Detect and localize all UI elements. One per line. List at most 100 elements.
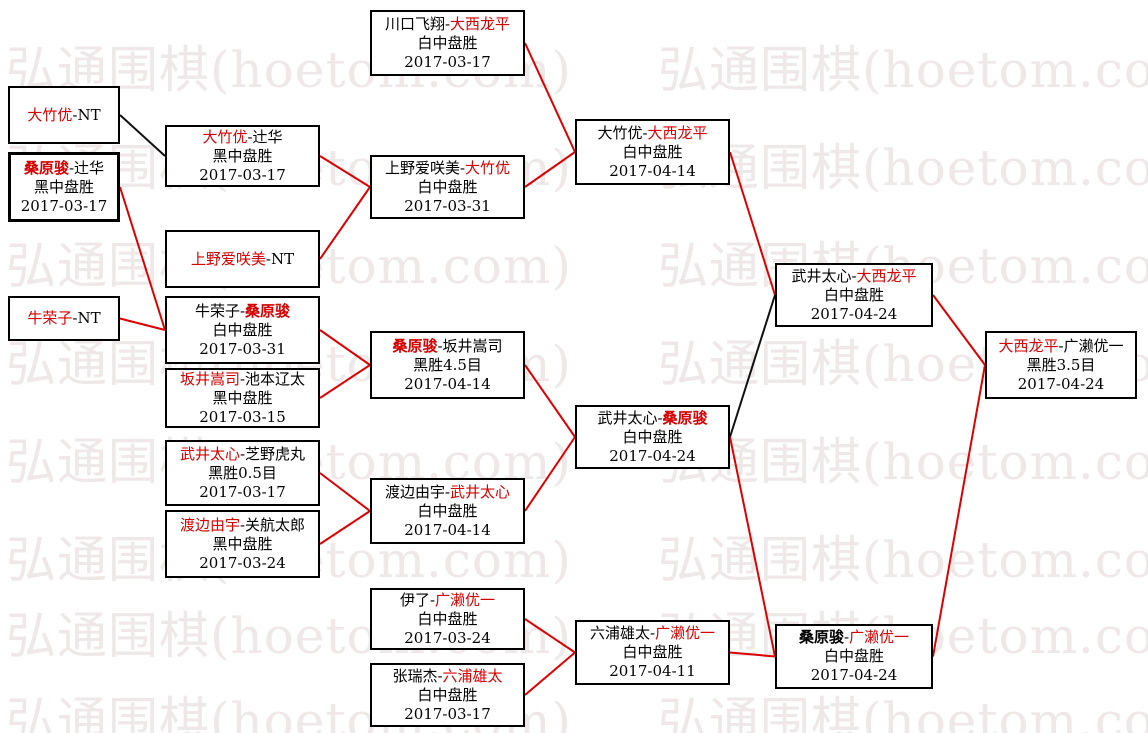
match-date: 2017-04-14 bbox=[609, 161, 696, 180]
match-result: 白中盘胜 bbox=[212, 320, 273, 339]
match-players: 伊了-广濑优一 bbox=[372, 591, 523, 610]
connector-line bbox=[729, 436, 776, 657]
match-date: 2017-03-31 bbox=[199, 339, 286, 358]
match-box: 桑原骏-广濑优一 白中盘胜 2017-04-24 bbox=[775, 624, 933, 689]
player1-name: 桑原骏 bbox=[23, 158, 69, 177]
match-players: 大竹优-大西龙平 bbox=[577, 124, 728, 143]
connector-line bbox=[524, 436, 576, 512]
players-separator: - bbox=[1058, 336, 1064, 355]
players-separator: - bbox=[68, 158, 75, 177]
player1-name: 上野爱咲美 bbox=[384, 158, 460, 177]
match-box: 渡边由宇-武井太心 白中盘胜 2017-04-14 bbox=[370, 478, 525, 544]
match-result: 白中盘胜 bbox=[417, 33, 478, 52]
connector-line bbox=[729, 151, 776, 296]
player1-name: 张瑞杰 bbox=[392, 666, 438, 685]
player2-name: 广濑优一 bbox=[1063, 336, 1124, 355]
match-players: 桑原骏-广濑优一 bbox=[777, 628, 931, 647]
match-box: 大竹优-辻华 黑中盘胜 2017-03-17 bbox=[165, 125, 320, 187]
match-date: 2017-03-17 bbox=[404, 52, 491, 71]
player2-name: 池本辽太 bbox=[245, 369, 306, 388]
match-box: 武井太心-大西龙平 白中盘胜 2017-04-24 bbox=[775, 263, 933, 327]
player2-name: 桑原骏 bbox=[245, 301, 291, 320]
player1-name: 大竹优 bbox=[202, 127, 248, 146]
players-separator: - bbox=[843, 628, 850, 646]
player1-name: 武井太心 bbox=[597, 408, 658, 427]
match-date: 2017-03-17 bbox=[20, 196, 108, 215]
match-date: 2017-03-17 bbox=[404, 704, 491, 723]
player1-name: 渡边由宇 bbox=[179, 515, 240, 534]
player2-name: 广濑优一 bbox=[435, 590, 496, 609]
players-separator: - bbox=[649, 624, 656, 642]
match-players: 桑原骏-辻华 bbox=[11, 159, 117, 178]
match-date: 2017-04-24 bbox=[810, 666, 898, 684]
player1-name: 大竹优 bbox=[597, 123, 643, 142]
match-date: 2017-04-24 bbox=[609, 446, 696, 465]
match-box: 渡边由宇-关航太郎 黑中盘胜 2017-03-24 bbox=[165, 510, 320, 578]
match-players: 渡边由宇-关航太郎 bbox=[167, 516, 318, 535]
connector-line bbox=[932, 364, 986, 657]
player1-name: 川口飞翔 bbox=[384, 14, 445, 33]
match-date: 2017-04-11 bbox=[609, 662, 696, 680]
match-date: 2017-03-15 bbox=[199, 407, 286, 426]
match-result: 黑胜0.5目 bbox=[208, 463, 277, 482]
match-date: 2017-03-24 bbox=[199, 553, 286, 572]
player1-name: 桑原骏 bbox=[798, 628, 844, 646]
match-players: 渡边由宇-武井太心 bbox=[372, 483, 523, 502]
player2-name: 辻华 bbox=[252, 127, 283, 146]
match-players: 武井太心-芝野虎丸 bbox=[167, 445, 318, 464]
match-box: 桑原骏-辻华 黑中盘胜 2017-03-17 bbox=[8, 152, 120, 222]
player2-name: 武井太心 bbox=[450, 482, 511, 501]
player2-name: 六浦雄太 bbox=[442, 666, 503, 685]
connector-line bbox=[729, 294, 776, 438]
match-players: 上野爱咲美-大竹优 bbox=[372, 159, 523, 178]
players-separator: - bbox=[429, 590, 436, 609]
match-players: 张瑞杰-六浦雄太 bbox=[372, 667, 523, 686]
match-date: 2017-04-24 bbox=[1017, 374, 1105, 393]
match-players: 大竹优-NT bbox=[10, 106, 118, 125]
player2-name: NT bbox=[77, 105, 101, 124]
match-result: 白中盘胜 bbox=[823, 285, 884, 304]
player2-name: 大竹优 bbox=[465, 158, 511, 177]
match-box: 大西龙平-广濑优一 黑胜3.5目 2017-04-24 bbox=[985, 331, 1137, 399]
match-players: 川口飞翔-大西龙平 bbox=[372, 15, 523, 34]
match-result: 黑中盘胜 bbox=[212, 388, 273, 407]
connector-line bbox=[524, 42, 576, 153]
players-separator: - bbox=[642, 123, 648, 142]
player1-name: 渡边由宇 bbox=[384, 482, 445, 501]
match-result: 黑胜4.5目 bbox=[413, 355, 482, 374]
player2-name: 大西龙平 bbox=[647, 123, 708, 142]
player2-name: NT bbox=[77, 309, 101, 327]
match-result: 白中盘胜 bbox=[622, 142, 683, 161]
player1-name: 桑原骏 bbox=[392, 336, 438, 355]
players-separator: - bbox=[239, 369, 246, 388]
match-result: 白中盘胜 bbox=[417, 501, 478, 520]
match-box: 坂井嵩司-池本辽太 黑中盘胜 2017-03-15 bbox=[165, 368, 320, 428]
players-separator: - bbox=[265, 249, 271, 268]
match-box: 武井太心-桑原骏 白中盘胜 2017-04-24 bbox=[575, 405, 730, 469]
connector-line bbox=[319, 510, 371, 545]
connector-line bbox=[319, 186, 371, 260]
match-date: 2017-04-24 bbox=[810, 304, 898, 323]
match-date: 2017-03-17 bbox=[199, 482, 286, 501]
match-result: 白中盘胜 bbox=[417, 685, 478, 704]
players-separator: - bbox=[247, 127, 253, 146]
player1-name: 坂井嵩司 bbox=[179, 369, 240, 388]
match-players: 牛荣子-NT bbox=[10, 309, 118, 328]
players-separator: - bbox=[851, 266, 857, 285]
match-players: 六浦雄太-广濑优一 bbox=[577, 624, 728, 643]
player1-name: 伊了 bbox=[399, 590, 430, 609]
players-separator: - bbox=[72, 309, 78, 327]
match-date: 2017-03-17 bbox=[199, 165, 286, 184]
player2-name: NT bbox=[270, 249, 295, 268]
connector-line bbox=[524, 651, 576, 696]
match-result: 白中盘胜 bbox=[417, 609, 478, 628]
connector-line bbox=[524, 151, 576, 188]
players-separator: - bbox=[437, 666, 443, 685]
players-separator: - bbox=[444, 482, 451, 501]
connector-line bbox=[319, 472, 371, 512]
player1-name: 大西龙平 bbox=[998, 336, 1059, 355]
match-box: 牛荣子-NT bbox=[8, 296, 120, 341]
player1-name: 牛荣子 bbox=[27, 309, 73, 327]
match-date: 2017-04-14 bbox=[404, 374, 491, 393]
